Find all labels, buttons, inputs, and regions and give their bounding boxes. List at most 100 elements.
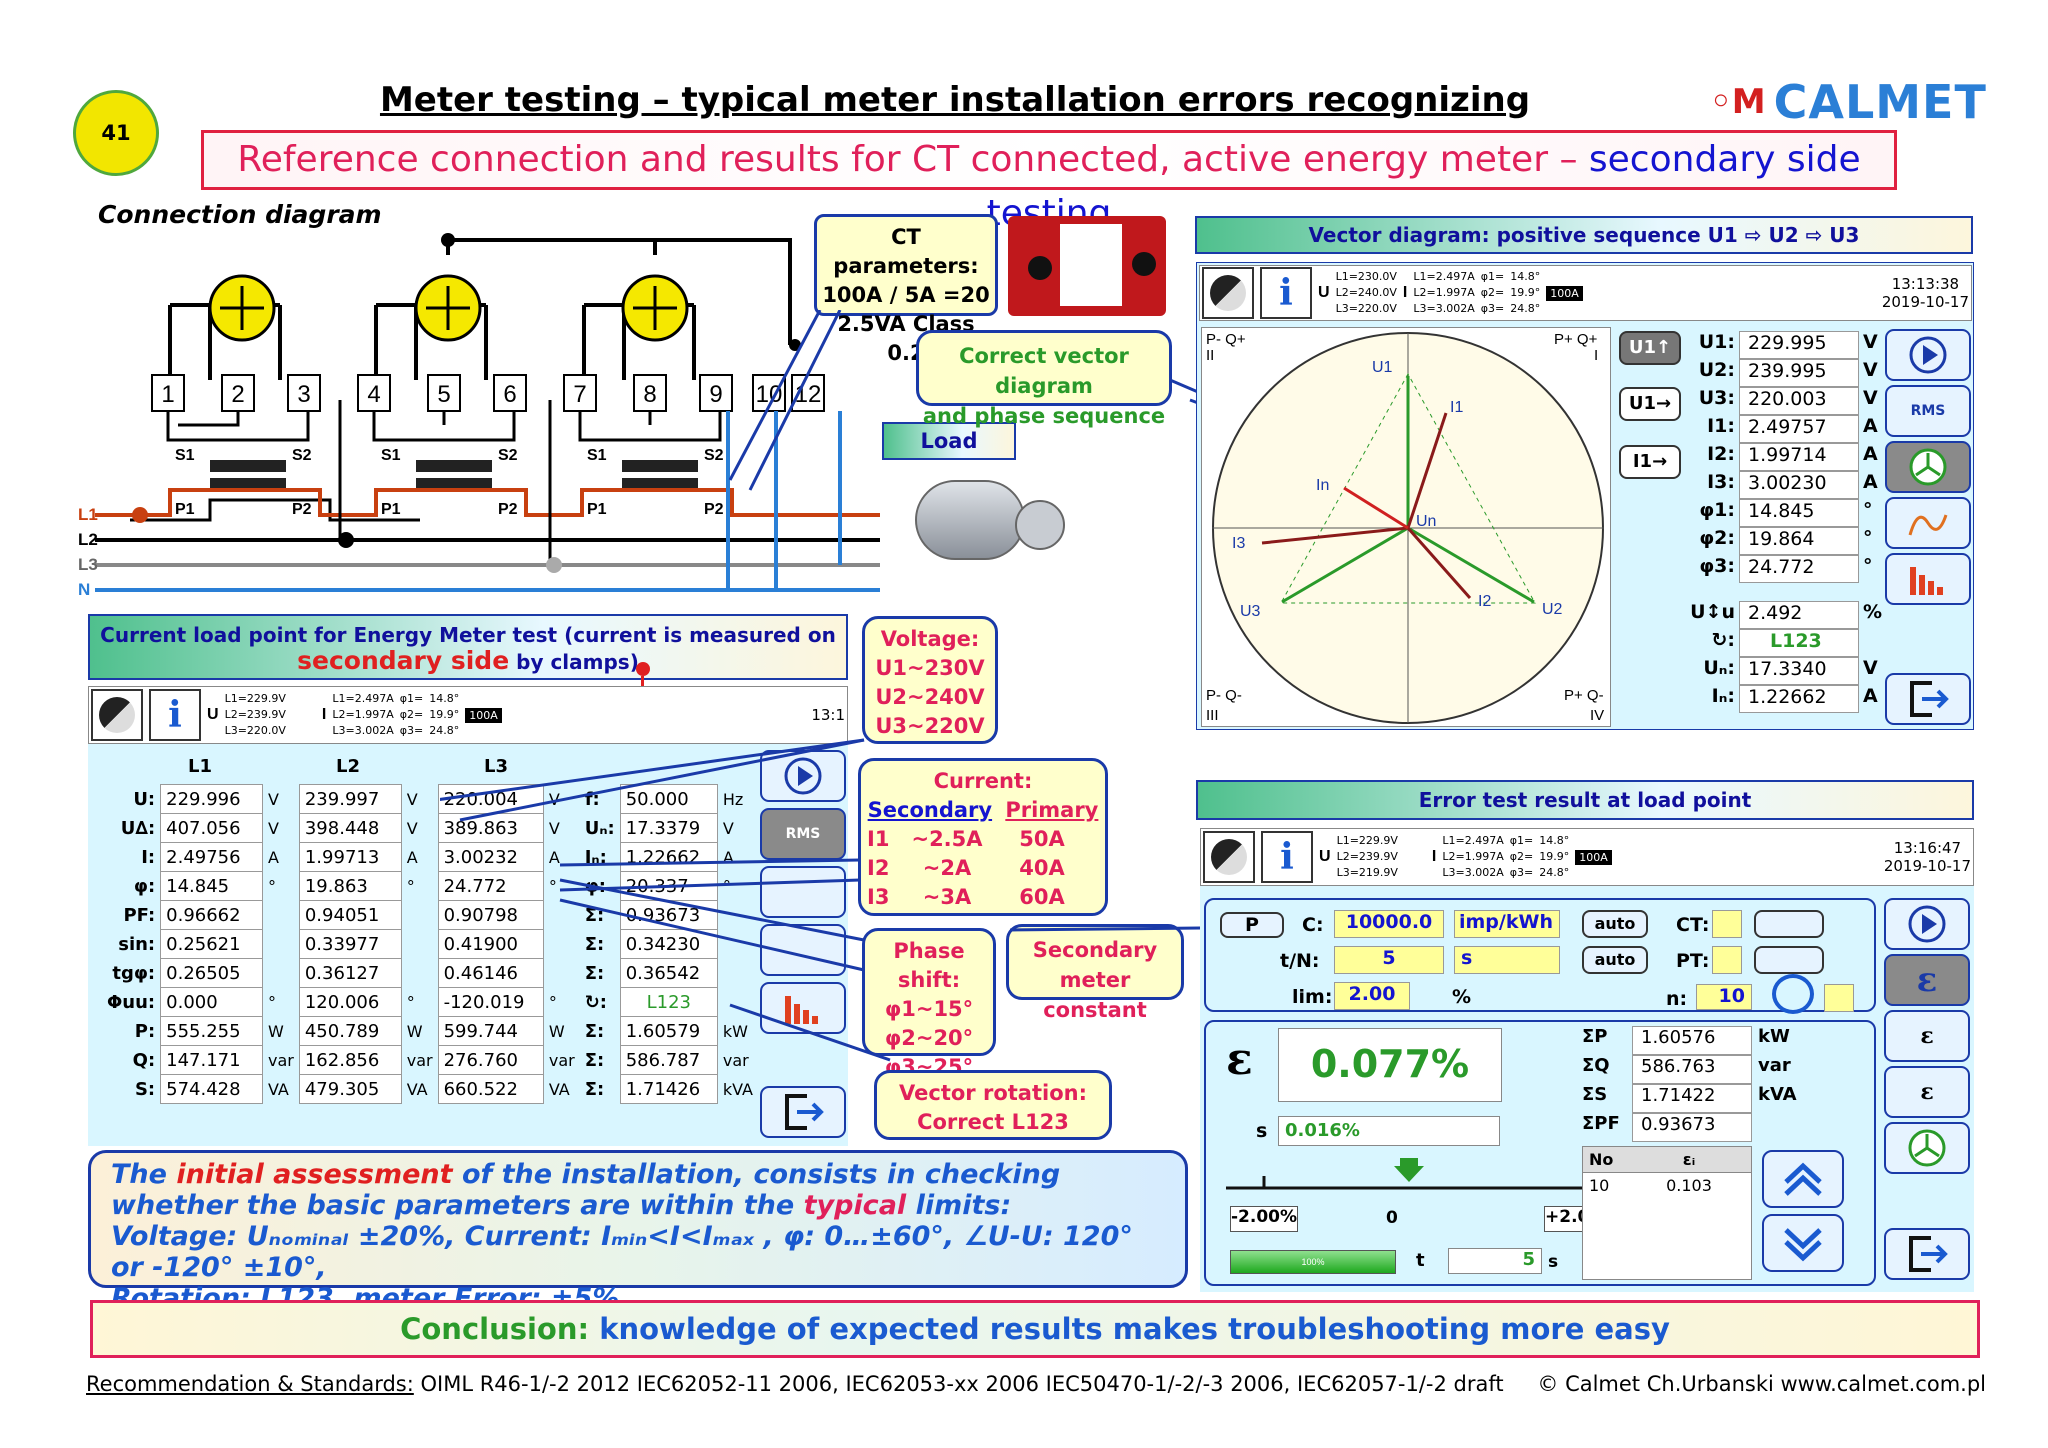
scroll-down-button[interactable] xyxy=(1762,1214,1844,1272)
mode-i1-right-button[interactable]: I1→ xyxy=(1619,445,1681,479)
auto-time-button[interactable]: auto xyxy=(1582,946,1648,974)
clock-time: 13:1 xyxy=(811,706,845,724)
vector-view-button[interactable] xyxy=(1884,1122,1970,1174)
assessment-note: The initial assessment of the installati… xyxy=(88,1150,1188,1314)
info-icon[interactable]: i xyxy=(1261,831,1313,883)
repeat-icon[interactable] xyxy=(1772,974,1814,1014)
ct-photo xyxy=(1008,216,1166,316)
contrast-icon[interactable] xyxy=(91,689,143,741)
auto-constant-button[interactable]: auto xyxy=(1582,910,1648,938)
svg-text:I: I xyxy=(1594,347,1598,364)
rotation-callout: Vector rotation:Correct L123 xyxy=(874,1070,1112,1140)
ct-ratio-input[interactable] xyxy=(1712,910,1742,938)
error-test-title: Error test result at load point xyxy=(1196,780,1974,820)
svg-text:P+ Q+: P+ Q+ xyxy=(1554,331,1598,348)
terminal-label: 5 xyxy=(437,381,450,408)
error-value: 0.077% xyxy=(1278,1028,1502,1102)
conclusion-banner: Conclusion: knowledge of expected result… xyxy=(90,1300,1980,1358)
error-mode-button[interactable]: ε xyxy=(1884,954,1970,1006)
std-deviation-value: 0.016% xyxy=(1278,1116,1500,1146)
svg-text:S2: S2 xyxy=(498,447,518,464)
mode-u1-right-button[interactable]: U1→ xyxy=(1619,387,1681,421)
repetitions-input[interactable]: 10 xyxy=(1696,984,1752,1010)
contrast-icon[interactable] xyxy=(1202,267,1254,319)
exit-button[interactable] xyxy=(1884,1228,1970,1280)
mode-u1-up-button[interactable]: U1↑ xyxy=(1619,331,1681,365)
constant-unit-select[interactable]: imp/kWh xyxy=(1454,910,1560,938)
svg-text:S1: S1 xyxy=(381,447,401,464)
waveform-button[interactable] xyxy=(1885,497,1971,549)
svg-text:P- Q+: P- Q+ xyxy=(1206,331,1246,348)
contrast-icon[interactable] xyxy=(1203,831,1255,883)
error-result: ε 0.077% s 0.016% -2.00% 0 +2.00% 100% t… xyxy=(1204,1020,1876,1286)
pt-settings-button[interactable] xyxy=(1754,946,1824,974)
play-button[interactable] xyxy=(1884,898,1970,950)
scale-zero: 0 xyxy=(1386,1208,1398,1228)
terminal-label: 1 xyxy=(161,381,174,408)
rms-button[interactable]: RMS xyxy=(760,808,846,860)
terminal-label: 7 xyxy=(573,381,586,408)
info-icon[interactable]: i xyxy=(1260,267,1312,319)
svg-text:P2: P2 xyxy=(704,501,724,518)
connection-diagram-label: Connection diagram xyxy=(98,200,382,229)
svg-text:P1: P1 xyxy=(381,501,401,518)
terminal-label: 6 xyxy=(503,381,516,408)
svg-text:U1: U1 xyxy=(1372,359,1393,376)
svg-text:III: III xyxy=(1206,707,1219,724)
clock-date: 2019-10-17 xyxy=(1883,857,1971,875)
harmonics-button[interactable] xyxy=(1885,553,1971,605)
exit-button[interactable] xyxy=(760,1086,846,1138)
scroll-up-button[interactable] xyxy=(1762,1150,1844,1208)
time-count-input[interactable]: 5 xyxy=(1334,946,1444,974)
scale-min: -2.00% xyxy=(1230,1206,1298,1232)
error-chart-button[interactable]: ε xyxy=(1884,1010,1970,1062)
range-indicator: 100A xyxy=(1575,849,1612,865)
harmonics-button[interactable] xyxy=(760,982,846,1034)
error-table-button[interactable]: ε xyxy=(1884,1066,1970,1118)
rms-button[interactable]: RMS xyxy=(1885,385,1971,437)
svg-text:N: N xyxy=(78,580,90,599)
page-number-badge: 41 xyxy=(73,90,159,176)
footer: Recommendation & Standards: OIML R46-1/-… xyxy=(86,1372,1986,1396)
logo-mark: ◦M xyxy=(1710,82,1766,122)
pt-ratio-input[interactable] xyxy=(1712,946,1742,974)
range-indicator: 100A xyxy=(465,707,502,723)
vector-view-button[interactable] xyxy=(1885,441,1971,493)
clock-time: 13:16:47 xyxy=(1893,839,1962,857)
exit-button[interactable] xyxy=(1885,673,1971,725)
logo-text: CALMET xyxy=(1773,75,1987,129)
play-button[interactable] xyxy=(1885,329,1971,381)
terminal-label: 4 xyxy=(367,381,380,408)
callout-leaders xyxy=(440,738,1201,1062)
subtitle-banner: Reference connection and results for CT … xyxy=(201,130,1897,234)
power-type-button[interactable]: P xyxy=(1220,912,1284,938)
meter-constant-input[interactable]: 10000.0 xyxy=(1334,910,1444,938)
ct-settings-button[interactable] xyxy=(1754,910,1824,938)
svg-text:P1: P1 xyxy=(587,501,607,518)
calmet-logo: ◦M CALMET xyxy=(1710,72,1986,132)
time-unit-select[interactable]: s xyxy=(1454,946,1560,974)
vector-view-button[interactable] xyxy=(760,866,846,918)
svg-text:P- Q-: P- Q- xyxy=(1206,687,1242,704)
limit-input[interactable]: 2.00 xyxy=(1334,982,1410,1010)
terminal-label: 3 xyxy=(297,381,310,408)
svg-text:U3: U3 xyxy=(1240,603,1261,620)
info-icon[interactable]: i xyxy=(149,689,201,741)
load-point-title: Current load point for Energy Meter test… xyxy=(88,614,848,680)
repeat-toggle[interactable] xyxy=(1824,984,1854,1012)
svg-text:P2: P2 xyxy=(292,501,312,518)
